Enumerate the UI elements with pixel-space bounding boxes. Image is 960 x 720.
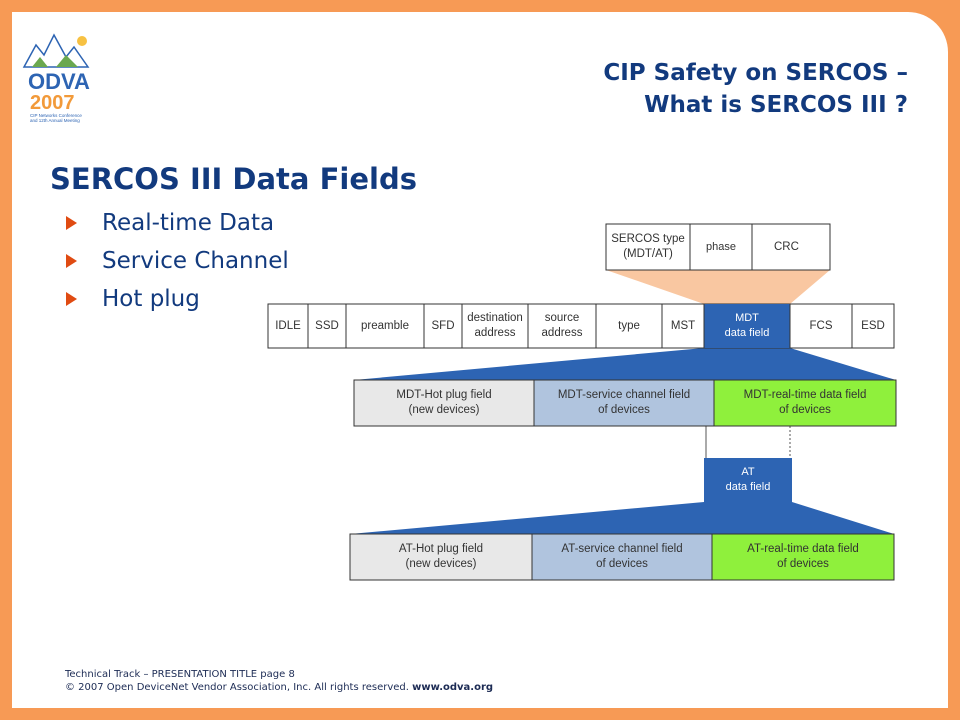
bullet-text: Service Channel <box>102 248 289 274</box>
footer: Technical Track – PRESENTATION TITLE pag… <box>65 668 493 694</box>
mdt-real-time-field: MDT-real-time data field of devices <box>714 380 896 426</box>
field-label: AT <box>741 466 755 478</box>
bullet-item: Real-time Data <box>66 208 289 246</box>
field-label: data field <box>725 481 771 493</box>
field-label: SERCOS type <box>611 233 685 245</box>
field-label: AT-service channel field <box>561 543 683 555</box>
field-sercos-type: SERCOS type (MDT/AT) <box>606 224 690 270</box>
field-fcs: FCS <box>809 319 833 332</box>
arrow-icon <box>66 216 77 230</box>
header-title-line-2: What is SERCOS III ? <box>644 92 908 118</box>
field-label: of devices <box>596 558 648 570</box>
bullet-item: Hot plug <box>66 284 289 322</box>
footer-copyright: © 2007 Open DeviceNet Vendor Association… <box>65 682 409 693</box>
field-mdt-data: MDT data field <box>704 304 790 348</box>
field-label: MDT <box>735 312 759 324</box>
bullet-text: Hot plug <box>102 286 200 312</box>
at-funnel <box>350 502 894 534</box>
field-label: (new devices) <box>405 558 477 570</box>
at-real-time-field: AT-real-time data field of devices <box>712 534 894 580</box>
field-label: MDT-Hot plug field <box>396 389 492 401</box>
field-esd: ESD <box>861 319 885 332</box>
logo-text: ODVA <box>28 69 90 94</box>
header-funnel <box>606 270 830 304</box>
at-hot-plug-field: AT-Hot plug field (new devices) <box>350 534 532 580</box>
field-idle: IDLE <box>275 319 301 332</box>
field-label: address <box>474 327 516 339</box>
field-preamble: preamble <box>361 319 409 332</box>
field-label: data field <box>724 327 770 339</box>
field-destination-address: destination address <box>462 304 528 348</box>
arrow-icon <box>66 292 77 306</box>
field-label: (new devices) <box>408 404 480 416</box>
odva-logo: ODVA 2007 CIP Networks Conference and 12… <box>22 33 90 123</box>
field-type: type <box>618 319 640 332</box>
footer-line-1: Technical Track – PRESENTATION TITLE pag… <box>65 669 295 680</box>
field-label: AT-real-time data field <box>747 543 859 555</box>
field-label: AT-Hot plug field <box>398 543 484 555</box>
field-label: of devices <box>779 404 831 416</box>
at-data-field: AT data field <box>704 458 792 502</box>
field-source-address: source address <box>528 304 596 348</box>
field-sfd: SFD <box>431 319 455 332</box>
mdt-funnel <box>354 348 896 380</box>
logo-tagline-1: CIP Networks Conference <box>30 113 82 118</box>
field-ssd: SSD <box>315 319 339 332</box>
field-label: of devices <box>598 404 650 416</box>
field-mst: MST <box>670 319 696 332</box>
field-label: destination <box>467 312 523 324</box>
arrow-icon <box>66 254 77 268</box>
bullet-list: Real-time Data Service Channel Hot plug <box>66 208 289 322</box>
field-label: source <box>544 312 580 324</box>
mdt-hot-plug-field: MDT-Hot plug field (new devices) <box>354 380 534 426</box>
field-label: address <box>541 327 583 339</box>
bullet-item: Service Channel <box>66 246 289 284</box>
field-label: of devices <box>777 558 829 570</box>
footer-link[interactable]: www.odva.org <box>412 682 494 693</box>
page-title: SERCOS III Data Fields <box>50 162 417 196</box>
logo-tagline-2: and 12th Annual Meeting <box>30 118 80 123</box>
footer-line-2: © 2007 Open DeviceNet Vendor Association… <box>65 681 493 694</box>
field-phase: phase <box>706 240 736 253</box>
header-title-line-1: CIP Safety on SERCOS – <box>603 60 908 86</box>
mdt-service-channel-field: MDT-service channel field of devices <box>534 380 714 426</box>
field-label: MDT-service channel field <box>557 389 691 401</box>
logo-year: 2007 <box>30 92 75 114</box>
header-title: CIP Safety on SERCOS – What is SERCOS II… <box>603 57 908 121</box>
bullet-text: Real-time Data <box>102 210 275 236</box>
at-service-channel-field: AT-service channel field of devices <box>532 534 712 580</box>
field-label: (MDT/AT) <box>623 248 673 260</box>
field-crc: CRC <box>774 240 799 253</box>
field-label: MDT-real-time data field <box>743 389 867 401</box>
